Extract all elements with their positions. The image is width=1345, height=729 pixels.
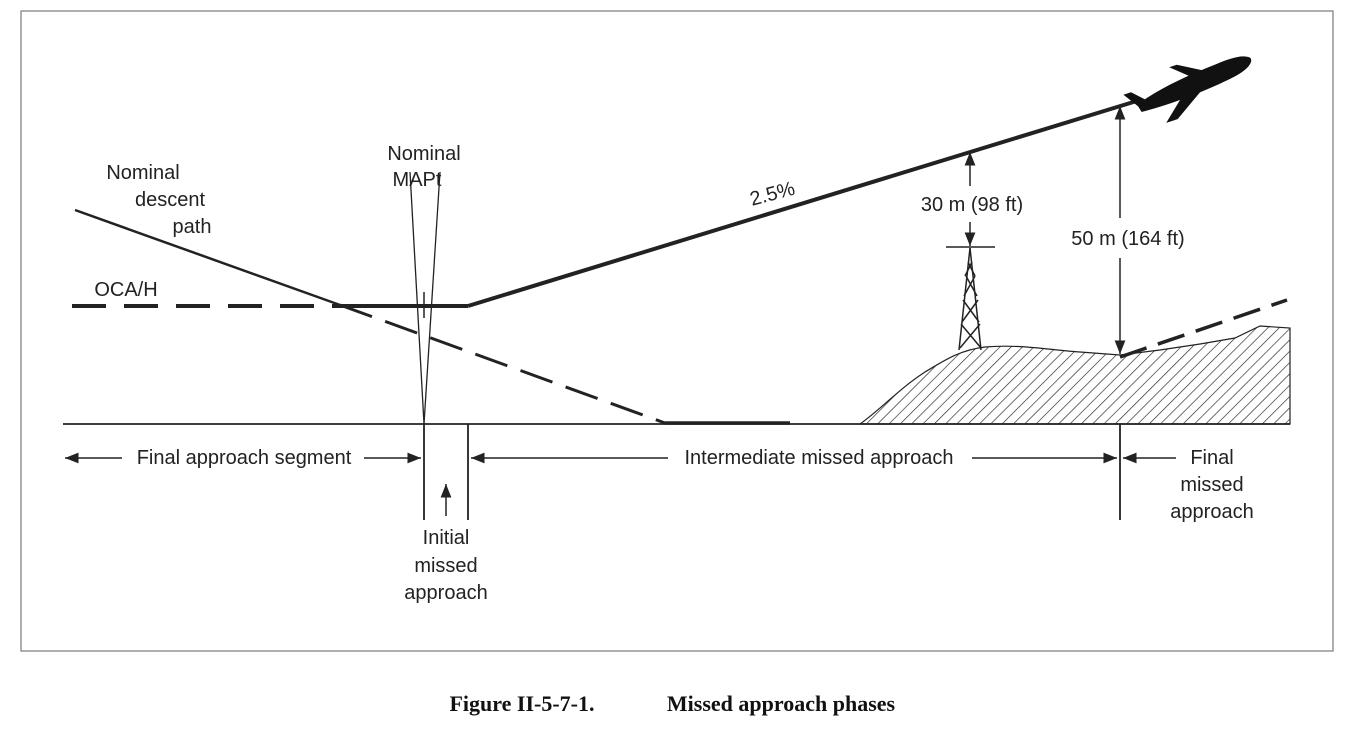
final-missed-dashed-line (1119, 298, 1288, 359)
final-missed-label-line2: missed (1180, 474, 1243, 496)
aircraft-icon (1123, 56, 1252, 123)
mapt-label-line2: MAPt (393, 169, 442, 191)
mapt-label-line1: Nominal (387, 143, 460, 165)
descent-label-line1: Nominal (106, 162, 179, 184)
figure-caption-number: Figure II-5-7-1. (449, 691, 594, 716)
descent-label-line3: path (173, 216, 212, 238)
initial-missed-label-line1: Initial (423, 527, 470, 549)
initial-missed-label-line2: missed (414, 555, 477, 577)
final-missed-label-line3: approach (1170, 501, 1253, 523)
final-missed-label-line1: Final (1190, 447, 1233, 469)
clearance-30-label: 30 m (98 ft) (921, 194, 1023, 216)
descent-label-line2: descent (135, 189, 205, 211)
descent-path-extension (339, 303, 666, 425)
mapt-tolerance-left (409, 171, 425, 425)
terrain-hatch (858, 325, 1291, 425)
mapt-tolerance-right (423, 171, 441, 425)
intermediate-missed-label: Intermediate missed approach (684, 447, 953, 469)
clearance-50-label: 50 m (164 ft) (1071, 228, 1184, 250)
climb-gradient-line (467, 98, 1141, 308)
figure-caption-title: Missed approach phases (667, 691, 896, 716)
tower-icon (946, 246, 995, 351)
figure-frame (20, 10, 1334, 652)
oca-label: OCA/H (94, 279, 157, 301)
final-approach-segment-label: Final approach segment (137, 447, 352, 469)
initial-missed-label-line3: approach (404, 582, 487, 604)
descent-path-line (74, 208, 341, 307)
